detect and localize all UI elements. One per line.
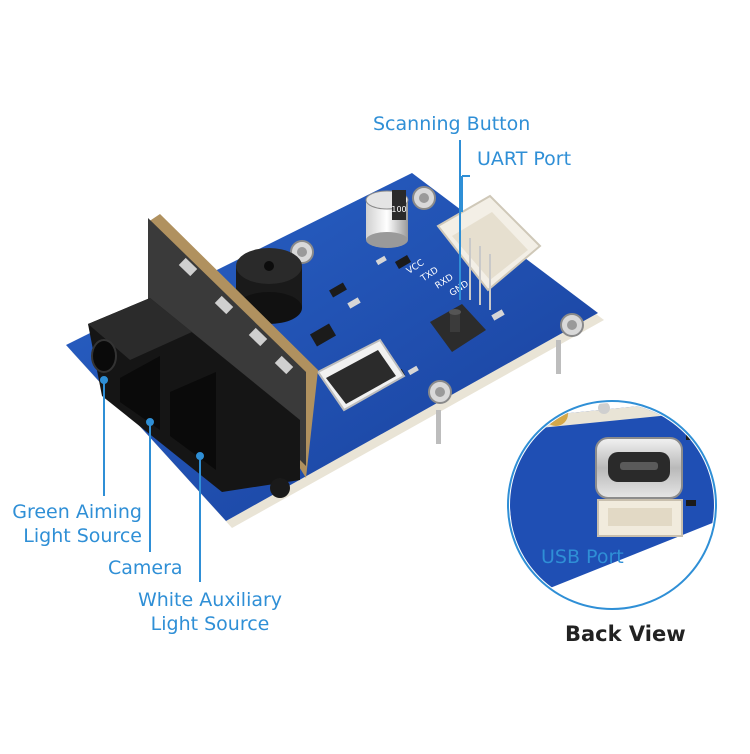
label-white-aux-line1: White Auxiliary [137,589,283,611]
scanning-button [430,304,486,352]
leader-lines [100,140,600,582]
label-scanning-button: Scanning Button [373,113,531,135]
fpc-connector [316,338,406,412]
buzzer [236,248,302,324]
cap-label: 100 [391,205,406,214]
uart-connector [436,194,542,310]
usb-c-connector [595,437,683,499]
label-green-aiming-line1: Green Aiming [12,501,142,523]
label-usb-port: USB Port [541,546,624,568]
label-camera: Camera [108,557,183,579]
label-green-aiming-line2: Light Source [23,525,142,547]
label-green-aiming: Green Aiming Light Source [2,500,142,548]
jst-connector-back [597,499,683,537]
mounting-holes [290,186,584,404]
capacitor: 100 [365,190,409,248]
label-back-view: Back View [565,622,686,646]
optic-housing [88,298,300,498]
label-white-auxiliary: White Auxiliary Light Source [130,588,290,636]
label-uart-port: UART Port [477,148,572,170]
standoff-pins [436,340,561,444]
back-view-zoom [507,400,717,610]
label-white-aux-line2: Light Source [150,613,270,635]
